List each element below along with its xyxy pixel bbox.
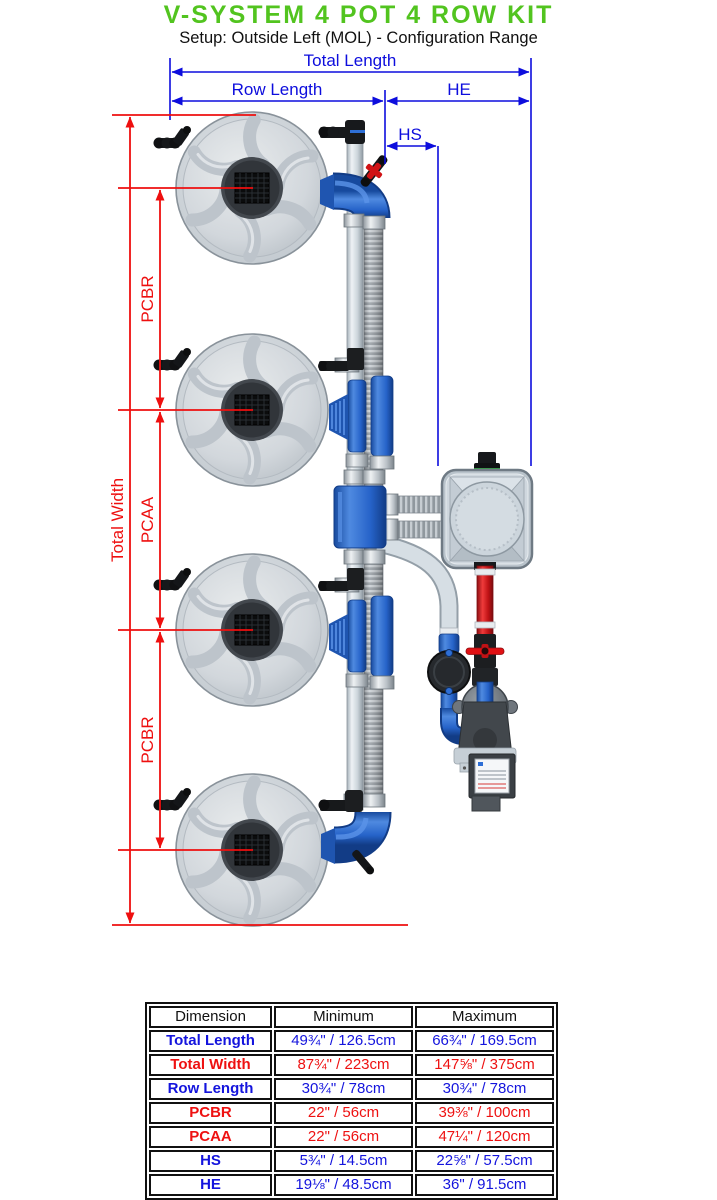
dimension-name-cell: PCBR — [149, 1102, 272, 1124]
minimum-cell: 19⅛" / 48.5cm — [274, 1174, 413, 1196]
maximum-header: Maximum — [415, 1006, 554, 1028]
maximum-cell: 66¾" / 169.5cm — [415, 1030, 554, 1052]
riser-bottom-elbow — [318, 790, 392, 875]
pot-row — [154, 112, 329, 926]
minimum-cell: 5¾" / 14.5cm — [274, 1150, 413, 1172]
red-dimension-labels: Total Width PCBR PCAA PCBR — [108, 275, 157, 763]
table-header-row: Dimension Minimum Maximum — [149, 1006, 554, 1028]
dimension-name-cell: Row Length — [149, 1078, 272, 1100]
minimum-header: Minimum — [274, 1006, 413, 1028]
dimension-name-cell: PCAA — [149, 1126, 272, 1148]
minimum-cell: 30¾" / 78cm — [274, 1078, 413, 1100]
red-valve-handle — [465, 644, 505, 658]
page-title: V-SYSTEM 4 POT 4 ROW KIT — [163, 1, 554, 29]
pump-base — [471, 795, 501, 812]
maximum-cell: 30¾" / 78cm — [415, 1078, 554, 1100]
dimension-name-cell: Total Length — [149, 1030, 272, 1052]
manifold-branch — [333, 469, 459, 638]
pcaa-label: PCAA — [138, 496, 157, 543]
minimum-cell: 22" / 56cm — [274, 1126, 413, 1148]
dimension-name-cell: HS — [149, 1150, 272, 1172]
hs-label: HS — [398, 125, 422, 144]
supply-pipe-red — [465, 562, 505, 686]
maximum-cell: 36" / 91.5cm — [415, 1174, 554, 1196]
controller-tank — [440, 452, 534, 570]
dimension-name-cell: Total Width — [149, 1054, 272, 1076]
minimum-cell: 87¾" / 223cm — [274, 1054, 413, 1076]
blue-dimensions — [169, 58, 532, 466]
he-label: HE — [447, 80, 471, 99]
row-length-label: Row Length — [232, 80, 323, 99]
pcbr-bottom-label: PCBR — [138, 716, 157, 763]
maximum-cell: 147⅝" / 375cm — [415, 1054, 554, 1076]
pcbr-top-label: PCBR — [138, 275, 157, 322]
riser-top-fittings — [318, 120, 391, 230]
total-width-label: Total Width — [108, 478, 127, 562]
dimension-header: Dimension — [149, 1006, 272, 1028]
total-length-label: Total Length — [304, 51, 397, 70]
blue-dimension-labels: Total Length Row Length HE HS — [232, 51, 471, 144]
minimum-cell: 22" / 56cm — [274, 1102, 413, 1124]
maximum-cell: 22⅝" / 57.5cm — [415, 1150, 554, 1172]
maximum-cell: 47¼" / 120cm — [415, 1126, 554, 1148]
dimension-name-cell: HE — [149, 1174, 272, 1196]
red-dimensions — [112, 114, 408, 926]
pump-assembly — [427, 562, 518, 812]
minimum-cell: 49¾" / 126.5cm — [274, 1030, 413, 1052]
maximum-cell: 39⅜" / 100cm — [415, 1102, 554, 1124]
page-subtitle: Setup: Outside Left (MOL) - Configuratio… — [179, 29, 538, 47]
